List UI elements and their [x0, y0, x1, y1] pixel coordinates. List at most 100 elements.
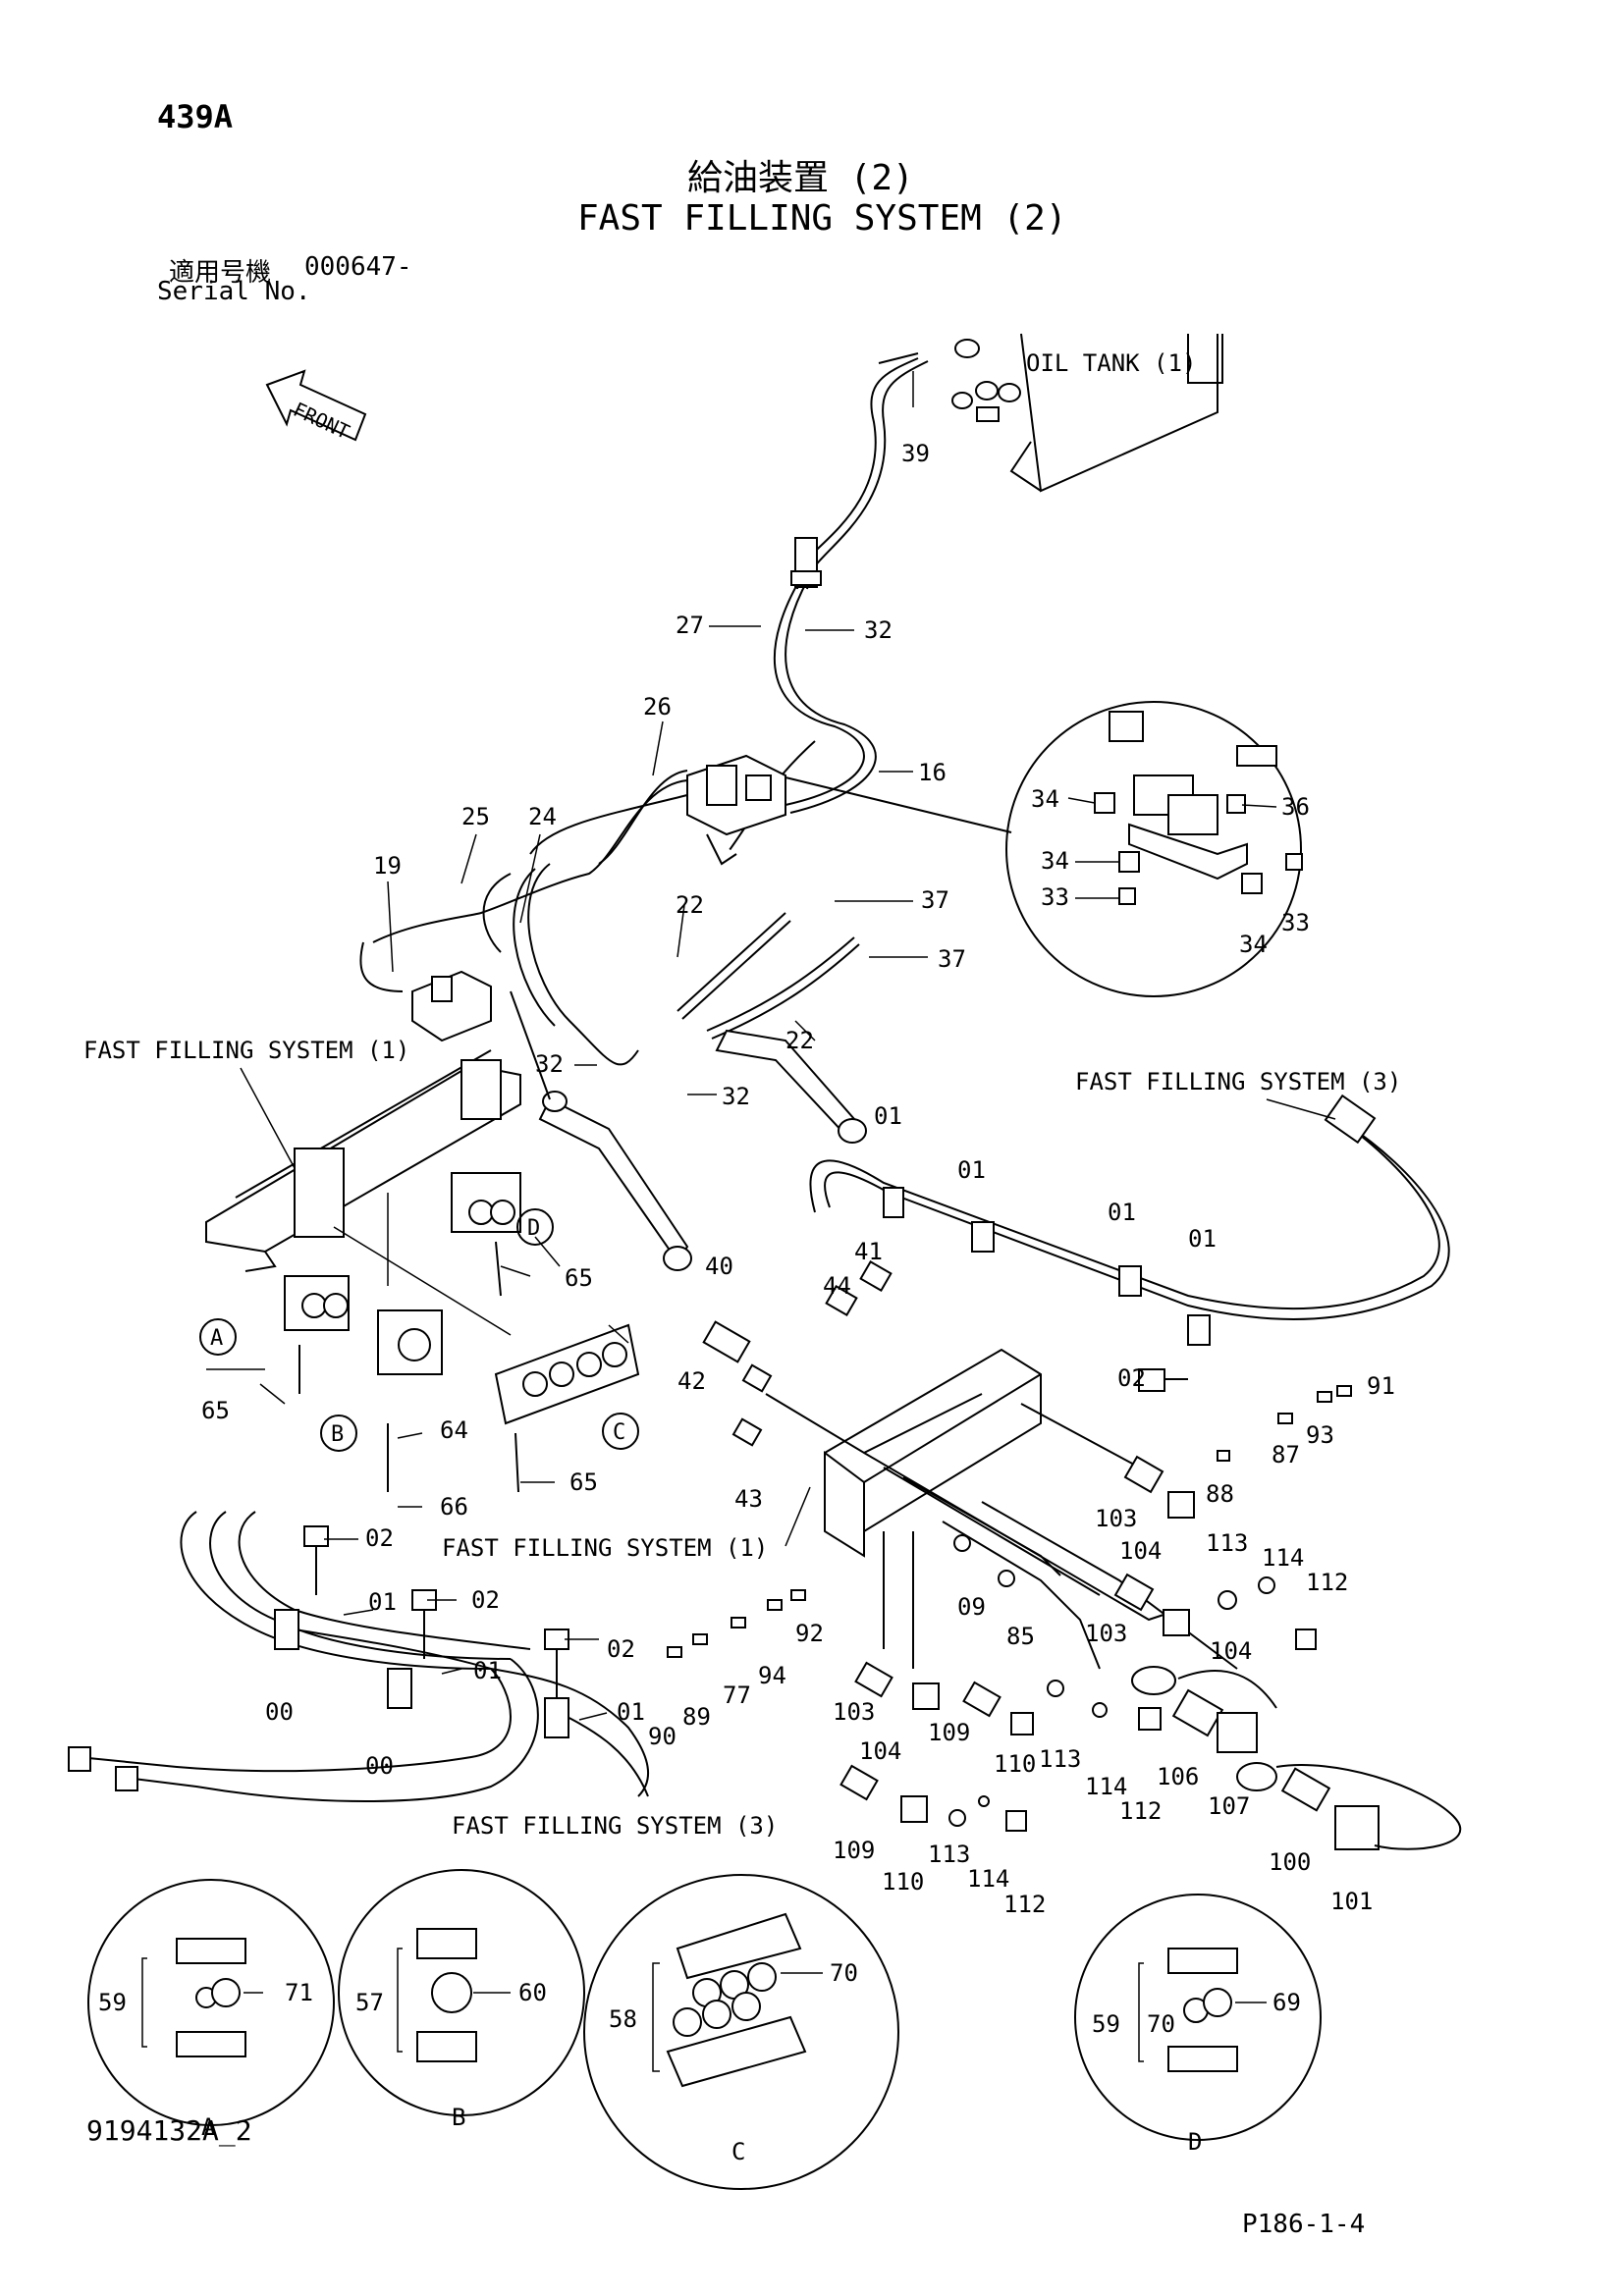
part-33: 33	[1281, 909, 1310, 936]
drawing-number: 9194132A_2	[86, 2114, 252, 2148]
part-103: 103	[1095, 1505, 1137, 1532]
callout-d-label: D	[527, 1216, 540, 1241]
part-01: 01	[473, 1657, 502, 1684]
part-27: 27	[676, 612, 704, 639]
part-44: 44	[823, 1272, 851, 1300]
oil-tank	[951, 333, 1223, 493]
part-87: 87	[1272, 1441, 1300, 1468]
part-85: 85	[1006, 1623, 1035, 1650]
oil-tank-label: OIL TANK (1)	[1026, 349, 1196, 377]
part-22: 22	[785, 1027, 814, 1054]
cylinders	[510, 990, 867, 1271]
ffs1-top-label: FAST FILLING SYSTEM (1)	[83, 1037, 409, 1064]
label-plates	[667, 1385, 1352, 1658]
title-japanese: 給油装置 (2)	[687, 158, 914, 198]
callout-c-label: C	[613, 1420, 625, 1445]
part-32: 32	[864, 616, 893, 644]
front-direction-arrow: FRONT	[265, 369, 367, 444]
valve-block-upper	[686, 754, 786, 866]
part-112: 112	[1119, 1797, 1162, 1825]
part-43: 43	[734, 1485, 763, 1513]
detail-c-58: 58	[609, 2005, 637, 2033]
page-reference: P186-1-4	[1242, 2210, 1365, 2239]
detail-d-59: 59	[1092, 2010, 1120, 2038]
part-103: 103	[1085, 1620, 1127, 1647]
part-94: 94	[758, 1662, 786, 1689]
detail-view-c	[583, 1874, 899, 2190]
part-101: 101	[1330, 1888, 1373, 1915]
part-77: 77	[723, 1682, 751, 1709]
callout-b-label: B	[331, 1422, 344, 1447]
detail-label-b: B	[452, 2104, 465, 2131]
part-114: 114	[1262, 1544, 1304, 1572]
part-114: 114	[1085, 1773, 1127, 1800]
hose-ffs3	[809, 1094, 1450, 1346]
part-33: 33	[1041, 883, 1069, 911]
part-01: 01	[368, 1588, 397, 1616]
part-104: 104	[1119, 1537, 1162, 1565]
clamp-b-assembly: B	[320, 1309, 443, 1492]
part-91: 91	[1367, 1372, 1395, 1400]
manifold-fittings	[702, 1259, 1462, 1850]
part-34: 34	[1041, 847, 1069, 875]
serial-value: 000647-	[304, 252, 412, 282]
part-numbers: 39 27 32 16 26 34 36 34 33 34 33 25 24 1…	[86, 440, 1395, 2239]
part-01: 01	[617, 1698, 645, 1726]
ffs3-lower-label: FAST FILLING SYSTEM (3)	[452, 1812, 778, 1840]
part-88: 88	[1206, 1480, 1234, 1508]
lower-hoses	[68, 1511, 649, 1802]
part-109: 109	[833, 1837, 875, 1864]
part-106: 106	[1157, 1763, 1199, 1790]
part-37: 37	[938, 945, 966, 973]
leader-lines	[206, 371, 1277, 1721]
clamp-d-assembly: D	[451, 1172, 554, 1297]
part-34: 34	[1239, 931, 1268, 958]
title-english: FAST FILLING SYSTEM (2)	[577, 198, 1067, 239]
part-112: 112	[1003, 1891, 1046, 1918]
detail-a-59: 59	[98, 1989, 127, 2016]
part-90: 90	[648, 1723, 677, 1750]
serial-label-jp: 適用号機	[169, 258, 272, 288]
detail-view-b	[338, 1869, 585, 2116]
part-01: 01	[1188, 1225, 1217, 1253]
part-113: 113	[928, 1841, 970, 1868]
bolts	[303, 1368, 1188, 1698]
detail-b-57: 57	[355, 1989, 384, 2016]
detail-d-69: 69	[1272, 1989, 1301, 2016]
detail-b-60: 60	[518, 1979, 547, 2006]
part-02: 02	[1117, 1364, 1146, 1392]
part-41: 41	[854, 1238, 883, 1265]
detail-a-71: 71	[285, 1979, 313, 2006]
part-02: 02	[471, 1586, 500, 1614]
part-00: 00	[365, 1752, 394, 1780]
detail-label-d: D	[1188, 2128, 1202, 2156]
part-02: 02	[607, 1635, 635, 1663]
ffs3-top-label: FAST FILLING SYSTEM (3)	[1075, 1068, 1401, 1095]
part-32: 32	[535, 1050, 564, 1078]
clamp-a-assembly: A	[199, 1275, 350, 1394]
upper-hose-lines	[359, 352, 929, 1066]
part-104: 104	[1210, 1637, 1252, 1665]
valve-block-lower	[411, 970, 492, 1042]
detail-view-valve	[785, 701, 1303, 997]
detail-view-d	[1074, 1894, 1322, 2141]
part-113: 113	[1206, 1529, 1248, 1557]
part-65: 65	[565, 1264, 593, 1292]
page-code: 439A	[157, 98, 234, 135]
ffs1-lower-label: FAST FILLING SYSTEM (1)	[442, 1534, 768, 1562]
part-24: 24	[528, 803, 557, 830]
part-103: 103	[833, 1698, 875, 1726]
part-01: 01	[957, 1156, 986, 1184]
detail-label-c: C	[731, 2138, 745, 2165]
serial-label-en: Serial No.	[157, 277, 311, 306]
part-114: 114	[967, 1865, 1009, 1893]
part-65: 65	[201, 1397, 230, 1424]
part-37: 37	[921, 886, 949, 914]
part-02: 02	[365, 1524, 394, 1552]
manifold-block	[765, 1348, 1238, 1670]
part-110: 110	[882, 1868, 924, 1896]
part-00: 00	[265, 1698, 294, 1726]
part-34: 34	[1031, 785, 1059, 813]
detail-c-70: 70	[830, 1959, 858, 1987]
